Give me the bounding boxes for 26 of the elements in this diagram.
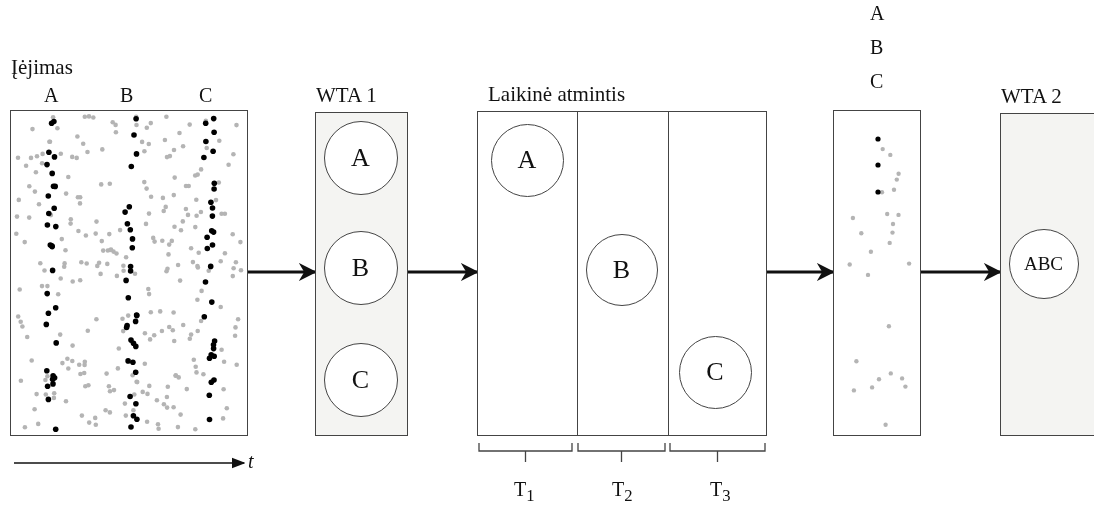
box-title: Laikinė atmintis — [488, 82, 626, 107]
box-title: WTA 1 — [316, 83, 377, 108]
neuron-circle: B — [323, 230, 398, 305]
arrow — [767, 263, 835, 281]
channel-label: C — [199, 84, 213, 107]
axis-label: t — [248, 450, 254, 473]
neuron-circle: B — [585, 233, 658, 306]
time-step-label: T$_{2}$ — [612, 478, 633, 506]
channel-label: B — [870, 36, 884, 59]
neuron-circle: A — [323, 120, 398, 195]
raster-plot-box — [833, 110, 921, 436]
box-title: Įėjimas — [11, 55, 73, 80]
time-step-label: T$_{1}$ — [514, 478, 535, 506]
neuron-circle: ABC — [1008, 228, 1079, 299]
neuron-circle: C — [678, 335, 752, 409]
time-step-label: T$_{3}$ — [710, 478, 731, 506]
channel-label: C — [870, 70, 884, 93]
neuron-circle: A — [490, 123, 564, 197]
box-title: WTA 2 — [1001, 84, 1062, 109]
channel-label: B — [120, 84, 134, 107]
arrow — [248, 263, 317, 281]
channel-label: A — [870, 2, 885, 25]
arrow — [408, 263, 479, 281]
arrow — [921, 263, 1002, 281]
neuron-circle: C — [323, 342, 398, 417]
channel-label: A — [44, 84, 59, 107]
